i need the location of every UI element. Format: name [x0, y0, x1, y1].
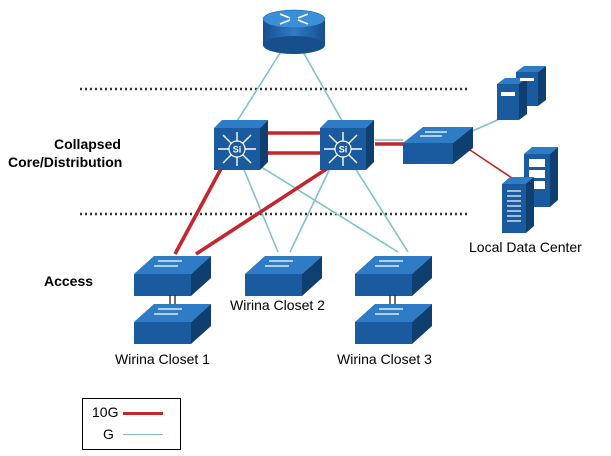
storage-server-icon: [502, 147, 558, 233]
legend-swatch-10g: [123, 412, 163, 415]
links-10g: [173, 131, 406, 256]
link-core2-closet2: [289, 159, 335, 253]
legend-label-10g: 10G: [92, 404, 119, 420]
link-router-core1: [233, 49, 283, 127]
closet-3-label: Wirina Closet 3: [337, 351, 432, 367]
core-switch-2-glyph: Si: [339, 145, 348, 155]
closet-2-label: Wirina Closet 2: [230, 297, 325, 313]
datacenter-label: Local Data Center: [469, 239, 582, 255]
stack-link-closet1: [169, 295, 176, 304]
layer-label-access: Access: [44, 273, 94, 289]
server-tower-icon: [497, 66, 546, 120]
link-dc-switch-server-top: [469, 117, 503, 133]
legend: 10G G: [82, 398, 181, 450]
link-core2-closet1: [195, 166, 329, 256]
core-switch-2-icon: [320, 120, 374, 170]
legend-swatch-g: [123, 434, 163, 435]
layer-label-core-line2: Core/Distribution: [8, 154, 123, 170]
access-switch-closet3-bottom-icon: [355, 304, 432, 344]
core-switch-1-icon: [214, 120, 268, 170]
legend-label-g: G: [103, 426, 114, 442]
router-icon: [262, 9, 326, 54]
link-core1-closet1: [173, 164, 225, 255]
access-switch-closet1-bottom-icon: [134, 304, 211, 344]
link-core2-closet3: [349, 159, 409, 253]
link-core1-closet2: [239, 159, 279, 253]
links-g: [233, 49, 503, 253]
closet-1-label: Wirina Closet 1: [115, 351, 210, 367]
datacenter-switch-icon: [403, 127, 473, 164]
link-router-core2: [301, 49, 346, 127]
stack-link-closet3: [389, 295, 396, 304]
access-switch-closet1-top-icon: [134, 256, 211, 296]
layer-label-core-line1: Collapsed: [54, 136, 121, 152]
access-switch-closet2-icon: [245, 256, 322, 296]
link-core1-closet3: [249, 159, 399, 253]
access-switch-closet3-top-icon: [355, 256, 432, 296]
link-dcswitch-storage: [469, 149, 513, 179]
core-switch-1-glyph: Si: [233, 145, 242, 155]
